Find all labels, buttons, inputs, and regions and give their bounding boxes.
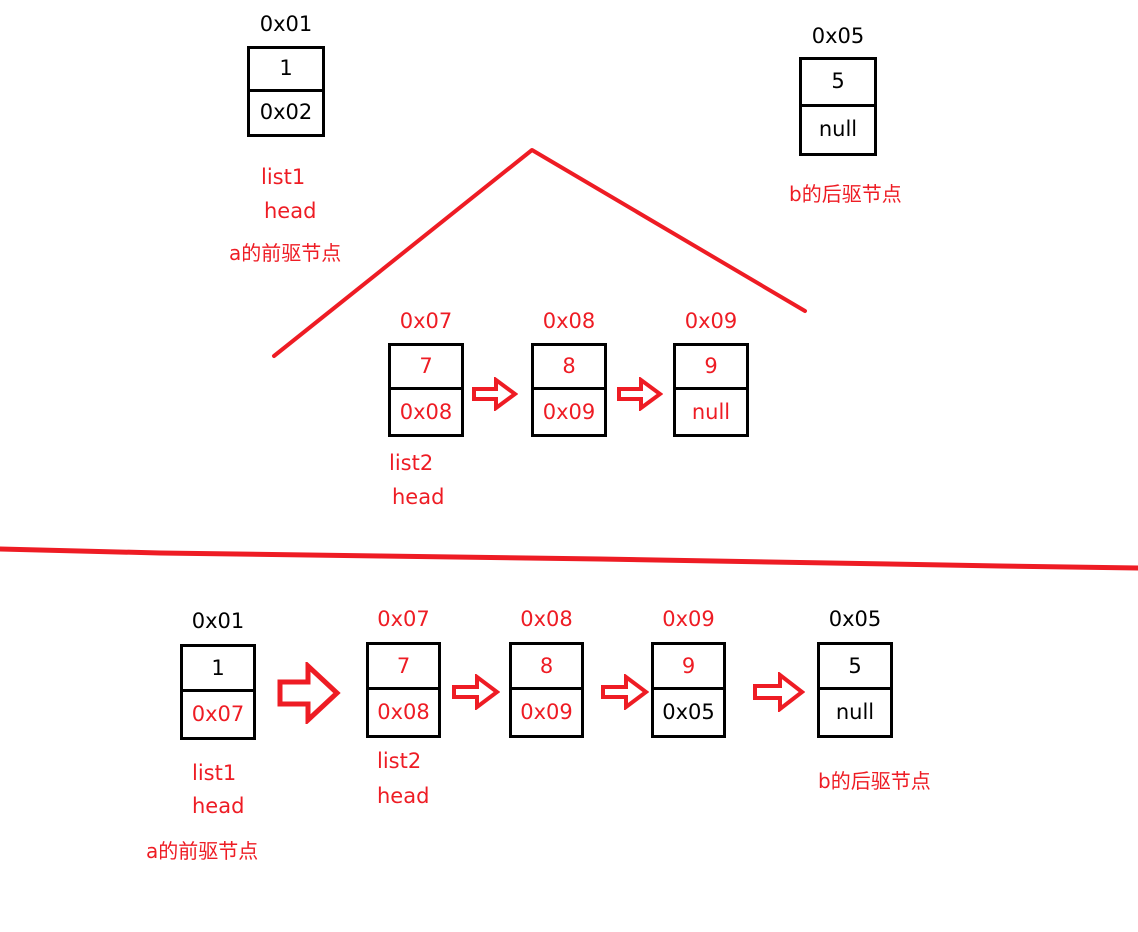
node-next-pointer: 0x09 <box>520 700 573 724</box>
node-value: 5 <box>820 645 890 690</box>
node-next-pointer: 0x05 <box>662 700 715 724</box>
block-arrow-right-icon <box>617 377 663 411</box>
label-list1-after: list1 <box>192 761 237 785</box>
node-value: 8 <box>534 346 604 390</box>
node-value: 1 <box>250 49 322 92</box>
node-next-pointer: null <box>835 700 875 724</box>
label-a-pred-after: a的前驱节点 <box>146 839 259 863</box>
node-value: 5 <box>802 60 874 107</box>
label-head1-before: head <box>264 199 317 223</box>
block-arrow-right-icon <box>472 377 518 411</box>
node-address-label: 0x09 <box>684 309 738 333</box>
node-0x01-after: 1 0x07 <box>180 644 256 740</box>
node-value: 9 <box>676 346 746 390</box>
node-address-label: 0x01 <box>259 12 313 36</box>
node-next-pointer: 0x02 <box>259 100 313 125</box>
node-address-label: 0x09 <box>662 607 715 631</box>
node-value: 9 <box>654 645 723 690</box>
block-arrow-right-icon <box>452 674 500 710</box>
node-address-label: 0x07 <box>377 607 430 631</box>
node-0x05-before: 5 null <box>799 57 877 156</box>
node-address-label: 0x08 <box>520 607 573 631</box>
node-next-pointer: null <box>818 117 858 142</box>
node-address-label: 0x05 <box>811 24 865 48</box>
node-next-pointer: 0x07 <box>191 702 245 726</box>
label-head1-after: head <box>192 794 245 818</box>
node-next-pointer: 0x08 <box>377 700 430 724</box>
node-0x08-after: 8 0x09 <box>509 642 584 738</box>
node-0x09-before: 9 null <box>673 343 749 437</box>
label-list1-before: list1 <box>261 165 306 189</box>
node-address-label: 0x01 <box>191 609 245 633</box>
label-list2-after: list2 <box>377 749 422 773</box>
node-0x08-before: 8 0x09 <box>531 343 607 437</box>
separator-line <box>0 546 1138 571</box>
node-next-pointer: 0x09 <box>542 399 596 424</box>
node-address-label: 0x05 <box>828 607 882 631</box>
node-0x01-before: 1 0x02 <box>247 46 325 137</box>
node-0x07-after: 7 0x08 <box>366 642 441 738</box>
node-next-pointer: 0x08 <box>399 399 453 424</box>
node-address-label: 0x07 <box>399 309 453 333</box>
node-address-label: 0x08 <box>542 309 596 333</box>
node-value: 1 <box>183 647 253 692</box>
node-0x07-before: 7 0x08 <box>388 343 464 437</box>
block-arrow-right-icon <box>601 674 649 710</box>
node-value: 8 <box>512 645 581 690</box>
label-list2-before: list2 <box>389 451 434 475</box>
label-b-succ-before: b的后驱节点 <box>789 182 902 206</box>
node-next-pointer: null <box>691 399 731 424</box>
block-arrow-right-icon <box>277 662 341 724</box>
label-b-succ-after: b的后驱节点 <box>818 769 931 793</box>
label-a-pred-before: a的前驱节点 <box>229 241 342 265</box>
node-0x05-after: 5 null <box>817 642 893 738</box>
node-value: 7 <box>391 346 461 390</box>
node-0x09-after: 9 0x05 <box>651 642 726 738</box>
label-head2-after: head <box>377 784 430 808</box>
node-value: 7 <box>369 645 438 690</box>
block-arrow-right-icon <box>753 672 805 712</box>
label-head2-before: head <box>392 485 445 509</box>
